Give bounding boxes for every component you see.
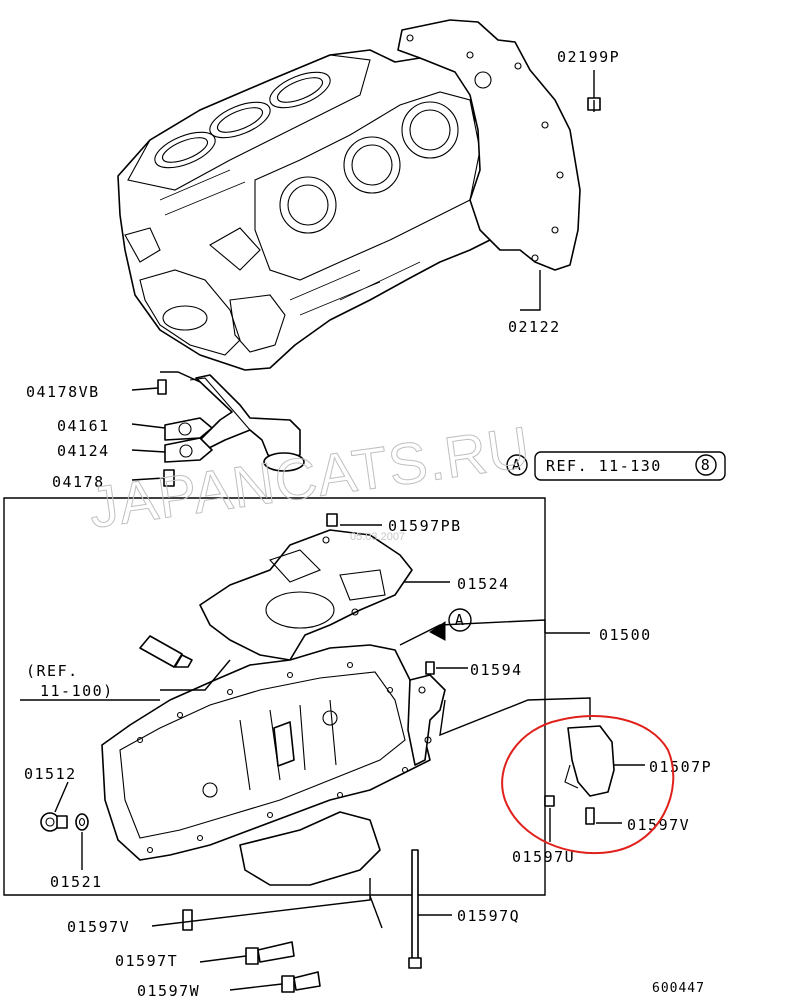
label-01507P: 01507P [649, 758, 712, 776]
ref-11-100-note: (REF. 11-100) [26, 662, 114, 700]
date-stamp: 05.03.2007 [350, 531, 405, 543]
watermark: JAPANCATS.RU [85, 415, 535, 541]
marker-a-circle [506, 454, 528, 476]
label-02122: 02122 [508, 318, 561, 336]
label-04178VB: 04178VB [26, 383, 100, 401]
oil-strainer-drawing [157, 374, 305, 487]
oil-pan-drawing [40, 513, 615, 993]
label-01524: 01524 [457, 575, 510, 593]
label-01594: 01594 [470, 661, 523, 679]
red-annotation-circle [501, 714, 675, 855]
marker-a-pan: A [448, 608, 472, 632]
ref-marker-right: 8 [701, 456, 712, 474]
assembly-frame [3, 497, 546, 896]
label-01597U: 01597U [512, 848, 575, 866]
engine-block-drawing [117, 49, 506, 371]
label-01597PB: 01597PB [388, 517, 462, 535]
ref-note-line1: (REF. [26, 662, 79, 680]
label-01521: 01521 [50, 873, 103, 891]
part-labels: 02199P 02122 04178VB 04161 04124 04178 0… [24, 48, 712, 1000]
ref-note-line2: 11-100) [40, 682, 114, 700]
label-02199P: 02199P [557, 48, 620, 66]
label-01597W: 01597W [137, 982, 200, 1000]
label-04178: 04178 [52, 473, 105, 491]
marker-a-label: A [455, 611, 466, 629]
label-01512: 01512 [24, 765, 77, 783]
label-01597T: 01597T [115, 952, 178, 970]
diagram-number: 600447 [652, 981, 705, 996]
rear-plate-drawing [397, 19, 581, 271]
ref-11-130-callout: A REF. 11-130 8 [506, 451, 726, 481]
ref-marker-left: A [512, 456, 523, 474]
label-01500: 01500 [599, 626, 652, 644]
ref-text: REF. 11-130 [546, 457, 662, 475]
label-04161: 04161 [57, 417, 110, 435]
label-04124: 04124 [57, 442, 110, 460]
label-01597V-right: 01597V [627, 816, 690, 834]
label-01597V-bottom: 01597V [67, 918, 130, 936]
label-01597Q: 01597Q [457, 907, 520, 925]
leader-lines [20, 100, 645, 991]
